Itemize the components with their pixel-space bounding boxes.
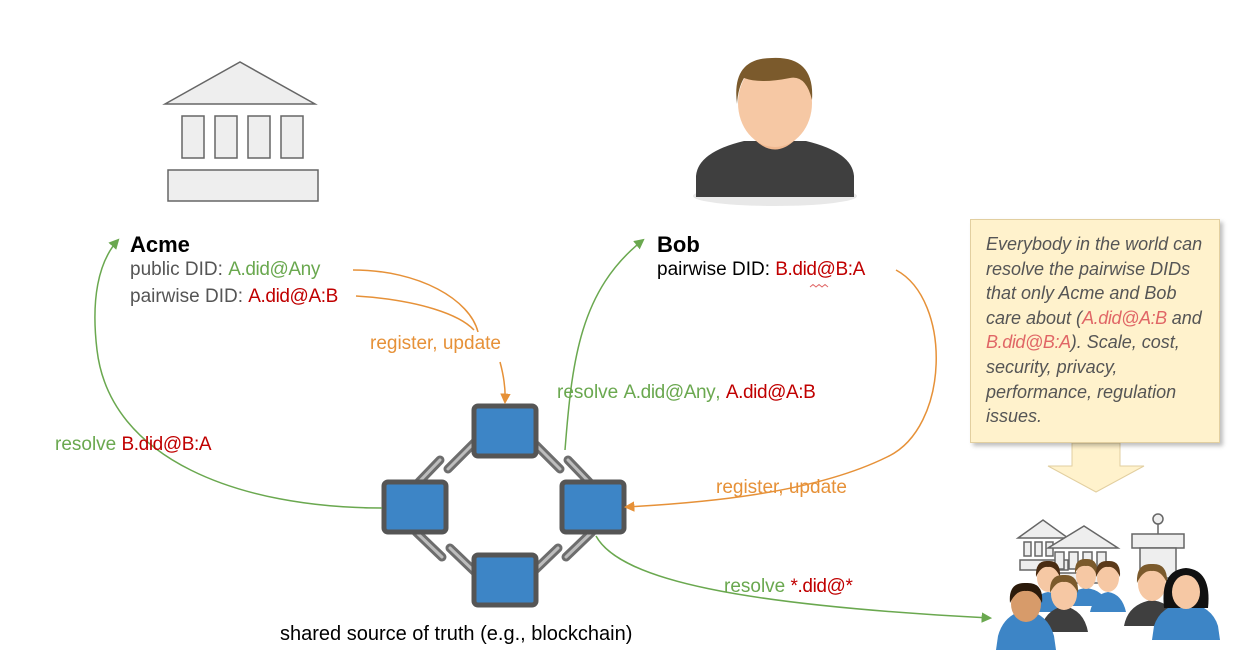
resolve-to-acme-arrow xyxy=(94,238,383,509)
resolve-acme-label: resolve B.did@B:A xyxy=(55,434,212,456)
callout-text-2: and xyxy=(1166,307,1202,328)
register-update-bob-label: register, update xyxy=(716,477,847,498)
callout-note: Everybody in the world can resolve the p… xyxy=(970,219,1220,443)
callout-highlight-1: A.did@A:B xyxy=(1082,307,1167,328)
resolve-to-world-arrow xyxy=(595,535,993,623)
callout-highlight-2: B.did@B:A xyxy=(986,332,1071,353)
callout-text-3: ). Scale, cost, security, privacy, perfo… xyxy=(986,332,1180,427)
spellcheck-squiggle xyxy=(809,283,829,288)
resolve-acme-value: B.did@B:A xyxy=(121,434,212,455)
resolve-world-label: resolve *.did@* xyxy=(724,576,853,598)
register-update-down-arrow xyxy=(499,361,511,405)
person-icon xyxy=(693,57,857,206)
bob-register-arrow xyxy=(623,269,937,512)
acme-pairwise-did: A.did@A:B xyxy=(248,286,338,307)
bob-pairwise-did: B.did@B:A xyxy=(775,259,865,280)
resolve-world-value: *.did@* xyxy=(790,576,853,597)
resolve-bob-value-1: A.did@Any xyxy=(623,382,716,403)
acme-pairwise-register-arrow xyxy=(355,295,475,331)
resolve-to-bob-arrow xyxy=(564,238,645,451)
bob-pairwise-did-line: pairwise DID: B.did@B:A xyxy=(657,259,865,281)
acme-name: Acme xyxy=(130,232,190,257)
acme-pairwise-did-label: pairwise DID: xyxy=(130,286,249,307)
resolve-bob-prefix: resolve xyxy=(557,382,624,403)
resolve-world-prefix: resolve xyxy=(724,576,791,597)
resolve-acme-prefix: resolve xyxy=(55,434,122,455)
acme-public-did-label: public DID: xyxy=(130,259,229,280)
acme-public-did-line: public DID: A.did@Any xyxy=(130,259,320,281)
acme-public-register-arrow xyxy=(352,269,479,333)
institution-icon xyxy=(162,61,319,202)
register-update-acme-label: register, update xyxy=(370,333,501,354)
resolve-bob-sep: , xyxy=(715,382,726,403)
blockchain-caption: shared source of truth (e.g., blockchain… xyxy=(280,623,633,645)
down-arrow-icon xyxy=(1047,442,1145,493)
bob-pairwise-did-label: pairwise DID: xyxy=(657,259,776,280)
resolve-bob-value-2: A.did@A:B xyxy=(725,382,816,403)
resolve-bob-label: resolve A.did@Any, A.did@A:B xyxy=(557,382,816,404)
callout-text-1: Everybody in the world can resolve the p… xyxy=(986,234,1203,328)
acme-pairwise-did-line: pairwise DID: A.did@A:B xyxy=(130,286,338,308)
crowd-icon xyxy=(996,513,1220,650)
acme-public-did: A.did@Any xyxy=(228,259,320,280)
bob-name: Bob xyxy=(657,232,700,257)
blockchain-icon xyxy=(381,403,627,608)
